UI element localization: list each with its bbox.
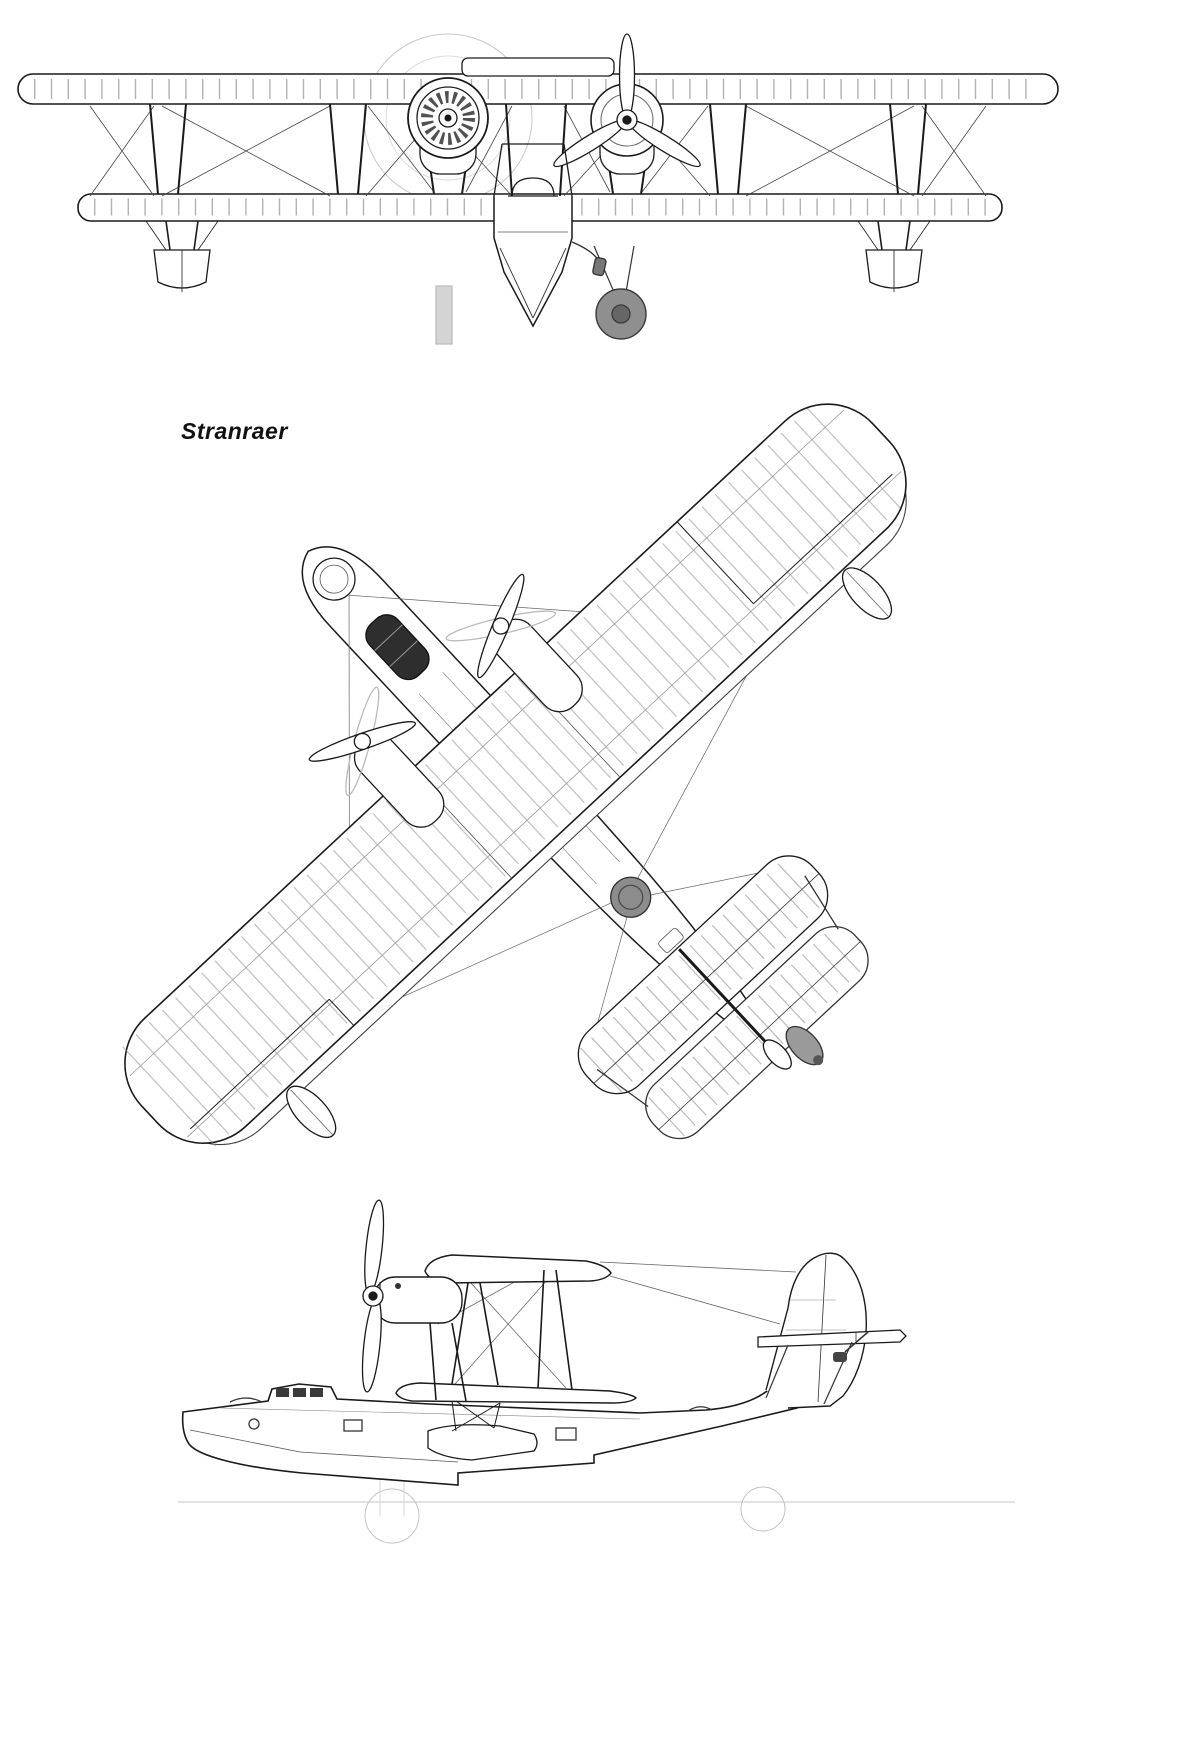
beaching-gear (435, 241, 647, 345)
aileron-hinge-lines (189, 473, 893, 1130)
front-interplane-struts (149, 103, 927, 197)
plan-left-nacelle (308, 686, 445, 828)
rear-hatch (687, 1406, 713, 1412)
bow-gun-ring (312, 557, 356, 601)
fin-and-rudder (765, 1252, 868, 1409)
float-struts (451, 1400, 501, 1432)
tail-gun-barrel (844, 1331, 869, 1353)
plan-upper-wing (122, 400, 909, 1147)
front-view-drawing (17, 33, 1059, 345)
front-left-float (145, 220, 219, 292)
side-nacelle (373, 1276, 463, 1324)
propeller-right (553, 33, 701, 168)
side-interplane-struts (429, 1269, 573, 1402)
side-view-drawing (178, 1199, 1015, 1544)
plan-view-drawing (122, 400, 909, 1147)
porthole (248, 1418, 260, 1430)
chine-line (189, 1429, 459, 1463)
side-lower-wing (395, 1382, 638, 1404)
bow-turret-ring (511, 177, 555, 197)
tail-gun-mount (833, 1352, 847, 1362)
front-right-engine (553, 33, 701, 175)
bow-gun-ring-side (229, 1397, 263, 1403)
plan-right-float (841, 567, 893, 620)
plan-tail-unit (577, 855, 869, 1140)
hull-window (343, 1419, 363, 1432)
side-wing-float (427, 1400, 538, 1461)
side-upper-wing (424, 1254, 612, 1284)
cockpit-windows (276, 1388, 323, 1397)
hull-chines (499, 247, 567, 319)
plating-line (219, 1407, 641, 1420)
dorsal-turret (610, 876, 684, 953)
rudder-tip (762, 1039, 792, 1070)
cockpit-canopy (365, 614, 430, 681)
beaching-leg-ghost (435, 285, 453, 345)
hoist-fitting (592, 257, 607, 277)
wing-spar-lines (129, 409, 902, 1138)
beaching-wheel-ghost (364, 1488, 420, 1544)
tailplane-side (757, 1329, 907, 1348)
radial-cylinders (421, 91, 475, 145)
tailplane-struts (765, 1341, 853, 1405)
front-left-engine (407, 77, 489, 175)
plan-left-float (286, 1085, 337, 1139)
rudder-hinge (817, 1254, 827, 1403)
hull-window (555, 1427, 577, 1441)
center-section-tank (461, 57, 615, 77)
tail-trolley-ghost (740, 1486, 786, 1532)
aircraft-name-label: Stranraer (181, 418, 288, 444)
plan-rigging-wires (348, 594, 796, 1060)
front-upper-wing (17, 57, 1059, 105)
fin-line (678, 948, 779, 1056)
front-hull (493, 143, 573, 328)
propeller-disc-ghost-inner (385, 55, 511, 181)
front-right-float (857, 220, 931, 292)
plan-right-nacelle (445, 573, 583, 713)
front-bracing-wires (89, 105, 987, 197)
tailplane-tip-struts (596, 875, 839, 1108)
side-rigging-wires (437, 1261, 797, 1389)
side-tail-unit (757, 1252, 907, 1409)
side-propeller (361, 1199, 385, 1393)
